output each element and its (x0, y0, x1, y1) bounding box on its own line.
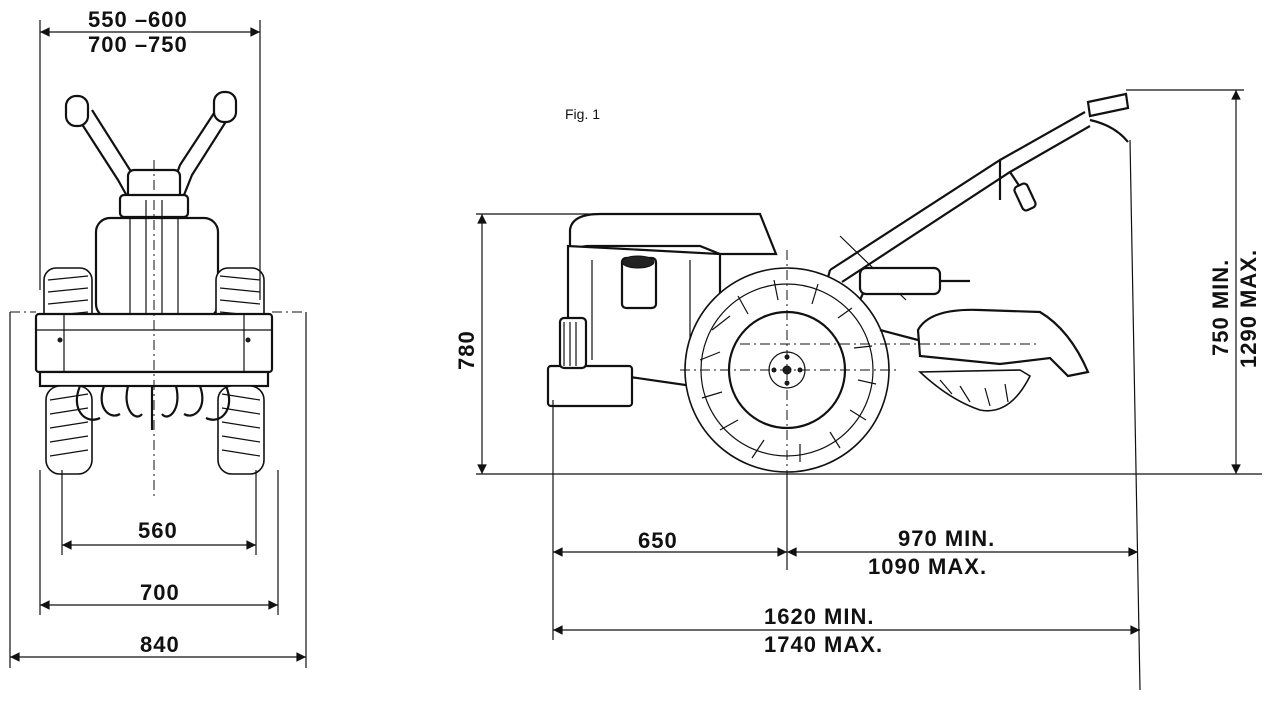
front-track-inner-label: 560 (138, 518, 178, 543)
overall-length-min-label: 1620 MIN. (764, 604, 875, 629)
front-track-outer-label: 700 (140, 580, 180, 605)
side-height-label: 780 (454, 330, 479, 370)
side-view-machine (546, 92, 1130, 510)
front-overall-width-label: 840 (140, 632, 180, 657)
front-view-dimensions (9, 20, 307, 668)
figure-caption: Fig. 1 (565, 106, 601, 122)
handle-height-min-label: 750 MIN. (1208, 258, 1233, 356)
axle-to-handle-max-label: 1090 MAX. (868, 554, 988, 579)
front-view-machine (34, 90, 274, 500)
axle-to-handle-min-label: 970 MIN. (898, 526, 996, 551)
handle-height-max-label: 1290 MAX. (1236, 248, 1261, 368)
side-view-dimensions (476, 89, 1262, 691)
front-to-axle-label: 650 (638, 528, 678, 553)
overall-length-max-label: 1740 MAX. (764, 632, 884, 657)
front-top-width-label-2: 700 –750 (88, 32, 188, 57)
front-top-width-label-1: 550 –600 (88, 7, 188, 32)
